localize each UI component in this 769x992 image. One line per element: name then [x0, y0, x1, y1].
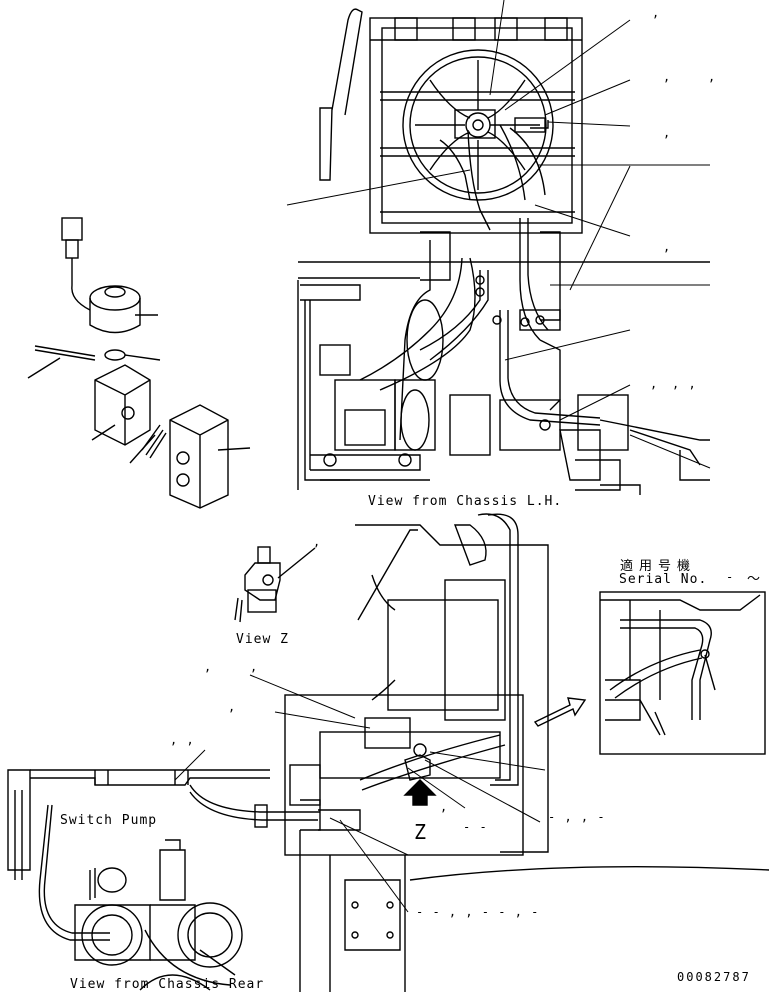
serial-tilde-label: ～	[747, 572, 762, 587]
callout-14: - , , -	[548, 810, 606, 824]
drawing-number: 00082787	[677, 970, 751, 984]
callout-6: ,	[650, 377, 659, 391]
inset-arrow	[533, 697, 587, 727]
callout-2: ,	[663, 70, 672, 84]
callout-7: , ,	[672, 377, 697, 391]
radiator-assembly	[369, 17, 583, 234]
callout-1: ,	[652, 6, 661, 20]
leader-lines-top	[286, 0, 711, 469]
callout-5: ,	[663, 240, 672, 254]
handrail	[319, 8, 363, 181]
callout-17: ,	[440, 800, 449, 814]
callout-11: , ,	[170, 733, 195, 747]
leader-lines-lower	[174, 674, 546, 913]
z-marker-label: Z	[414, 820, 428, 844]
callout-8: ,	[313, 535, 322, 549]
callout-12: ,	[228, 700, 237, 714]
z-view-arrow[interactable]	[403, 779, 437, 806]
switch-pump	[74, 839, 243, 991]
view-chassis-lh-caption: View from Chassis L.H.	[368, 494, 563, 509]
switch-pump-label: Switch Pump	[60, 813, 158, 828]
serial-en-label: Serial No.	[619, 572, 708, 587]
view-chassis-rear-caption: View from Chassis Rear	[70, 977, 265, 992]
serial-jp-label: 適用号機	[620, 559, 697, 574]
view-z-caption: View Z	[236, 632, 289, 647]
valve-detail	[27, 217, 251, 509]
chassis-frame	[297, 218, 710, 495]
callout-10: ,	[250, 660, 259, 674]
view-z-valve	[234, 546, 316, 623]
callout-9: ,	[204, 660, 213, 674]
lower-assembly	[7, 513, 769, 992]
serial-inset	[599, 591, 766, 755]
callout-13: - -	[463, 820, 488, 834]
callout-15: - - , , - - , -	[416, 905, 540, 919]
callout-16: -	[726, 570, 735, 584]
callout-4: ,	[663, 126, 672, 140]
callout-3: ,	[708, 70, 717, 84]
fan	[402, 49, 554, 201]
